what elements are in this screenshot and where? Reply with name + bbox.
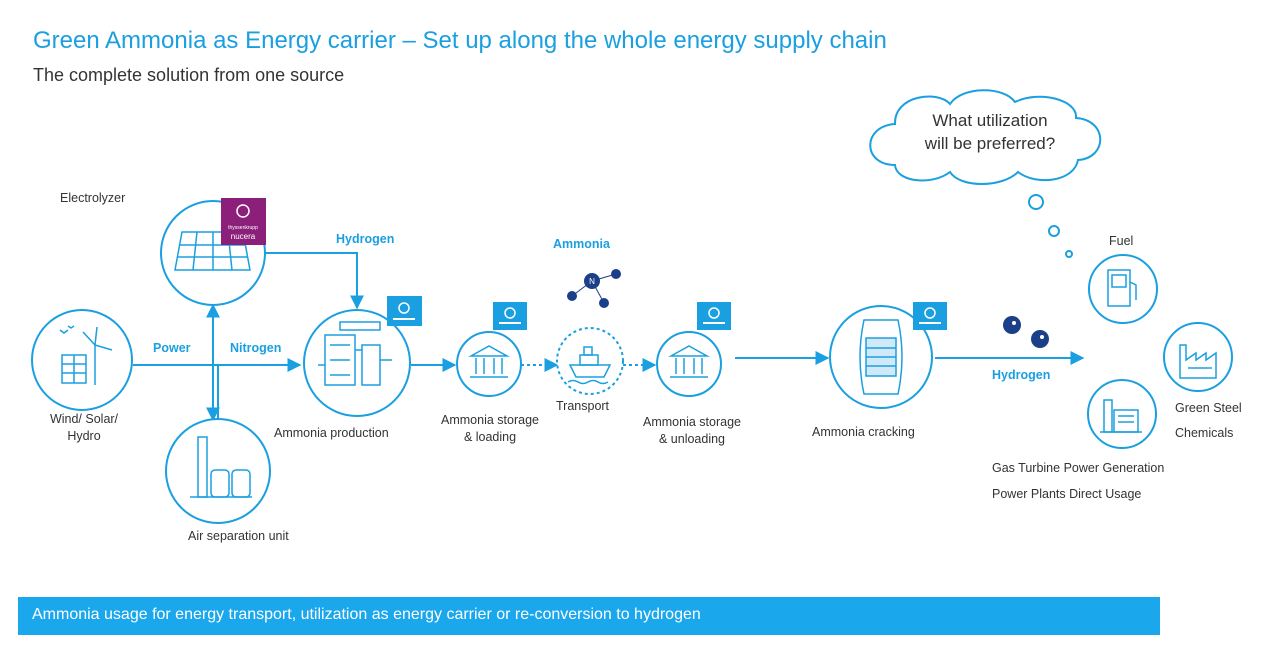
molecule-nitrogen-label: N [589,277,595,286]
green-steel-chemicals-node [1163,322,1233,392]
label-storage-loading-line2: & loading [463,430,517,444]
wind-turbine-icon [59,325,113,385]
thyssenkrupp-logo-badge [697,302,731,330]
factory-icon [1179,344,1217,379]
ammonia-molecule-icon: N [567,269,621,308]
label-storage-unloading-line1: Ammonia storage [643,415,741,429]
label-storage-loading: Ammonia storage & loading [430,412,550,446]
label-air-separation: Air separation unit [188,529,289,543]
thyssenkrupp-logo-badge [387,296,422,326]
label-storage-loading-line1: Ammonia storage [441,413,539,427]
label-chemicals: Chemicals [1175,426,1234,440]
ammonia-production-node [303,296,422,417]
label-storage-unloading-line2: & unloading [658,432,726,446]
thyssenkrupp-nucera-logo: thyssenkrupp nucera [221,198,266,245]
wind-solar-hydro-node [31,309,133,411]
flow-label-hydrogen-right: Hydrogen [992,368,1051,382]
air-separation-icon [190,436,252,498]
label-ammonia-production: Ammonia production [274,426,389,440]
transport-node [556,327,624,395]
flow-lines [133,252,1085,422]
label-storage-unloading: Ammonia storage & unloading [632,414,752,448]
thought-cloud [869,89,1102,258]
label-ammonia-cracking: Ammonia cracking [812,425,915,439]
power-generation-node [1087,379,1157,449]
ammonia-plant-icon [318,321,392,386]
label-fuel: Fuel [1109,234,1134,248]
banner-text: Ammonia usage for energy transport, util… [32,606,701,623]
cloud-question: What utilization will be preferred? [905,109,1075,155]
label-gas-turbine: Gas Turbine Power Generation [992,461,1165,475]
fuel-pump-icon [1107,269,1137,307]
cracker-icon [859,319,903,395]
page-title: Green Ammonia as Energy carrier – Set up… [33,27,887,54]
flow-label-hydrogen-top: Hydrogen [336,232,395,246]
cloud-line-2: will be preferred? [924,134,1056,153]
power-plant-icon [1100,399,1142,433]
label-wind-line1: Wind/ Solar/ [49,412,119,426]
label-wind-solar-hydro: Wind/ Solar/ Hydro [34,411,134,445]
ship-icon [567,346,612,385]
storage-building-icon [668,345,710,378]
thyssenkrupp-logo-badge [493,302,527,330]
storage-building-icon [468,345,510,378]
label-green-steel: Green Steel [1175,401,1242,415]
label-power-plants: Power Plants Direct Usage [992,487,1142,501]
thyssenkrupp-logo-badge [913,302,947,330]
logo-brand-line2: nucera [231,232,256,241]
storage-unloading-node [656,302,731,397]
flow-label-ammonia: Ammonia [553,237,610,251]
label-transport: Transport [556,399,610,413]
flow-label-power: Power [153,341,191,355]
page-subtitle: The complete solution from one source [33,65,345,85]
nitrogen-flow-line [217,364,300,418]
fuel-node [1088,254,1158,324]
flow-label-nitrogen: Nitrogen [230,341,282,355]
logo-brand-line1: thyssenkrupp [228,225,258,231]
cloud-line-1: What utilization [932,111,1048,130]
storage-loading-node [456,302,527,397]
air-separation-node [165,418,271,524]
hydrogen-flow-line [260,252,364,310]
ammonia-cracking-node [829,302,947,409]
hydrogen-molecule-icon [1003,316,1049,348]
label-electrolyzer: Electrolyzer [60,191,126,205]
footer-banner: Ammonia usage for energy transport, util… [18,597,1160,635]
electrolyzer-node: thyssenkrupp nucera [160,198,266,306]
label-wind-line2: Hydro [67,429,101,443]
